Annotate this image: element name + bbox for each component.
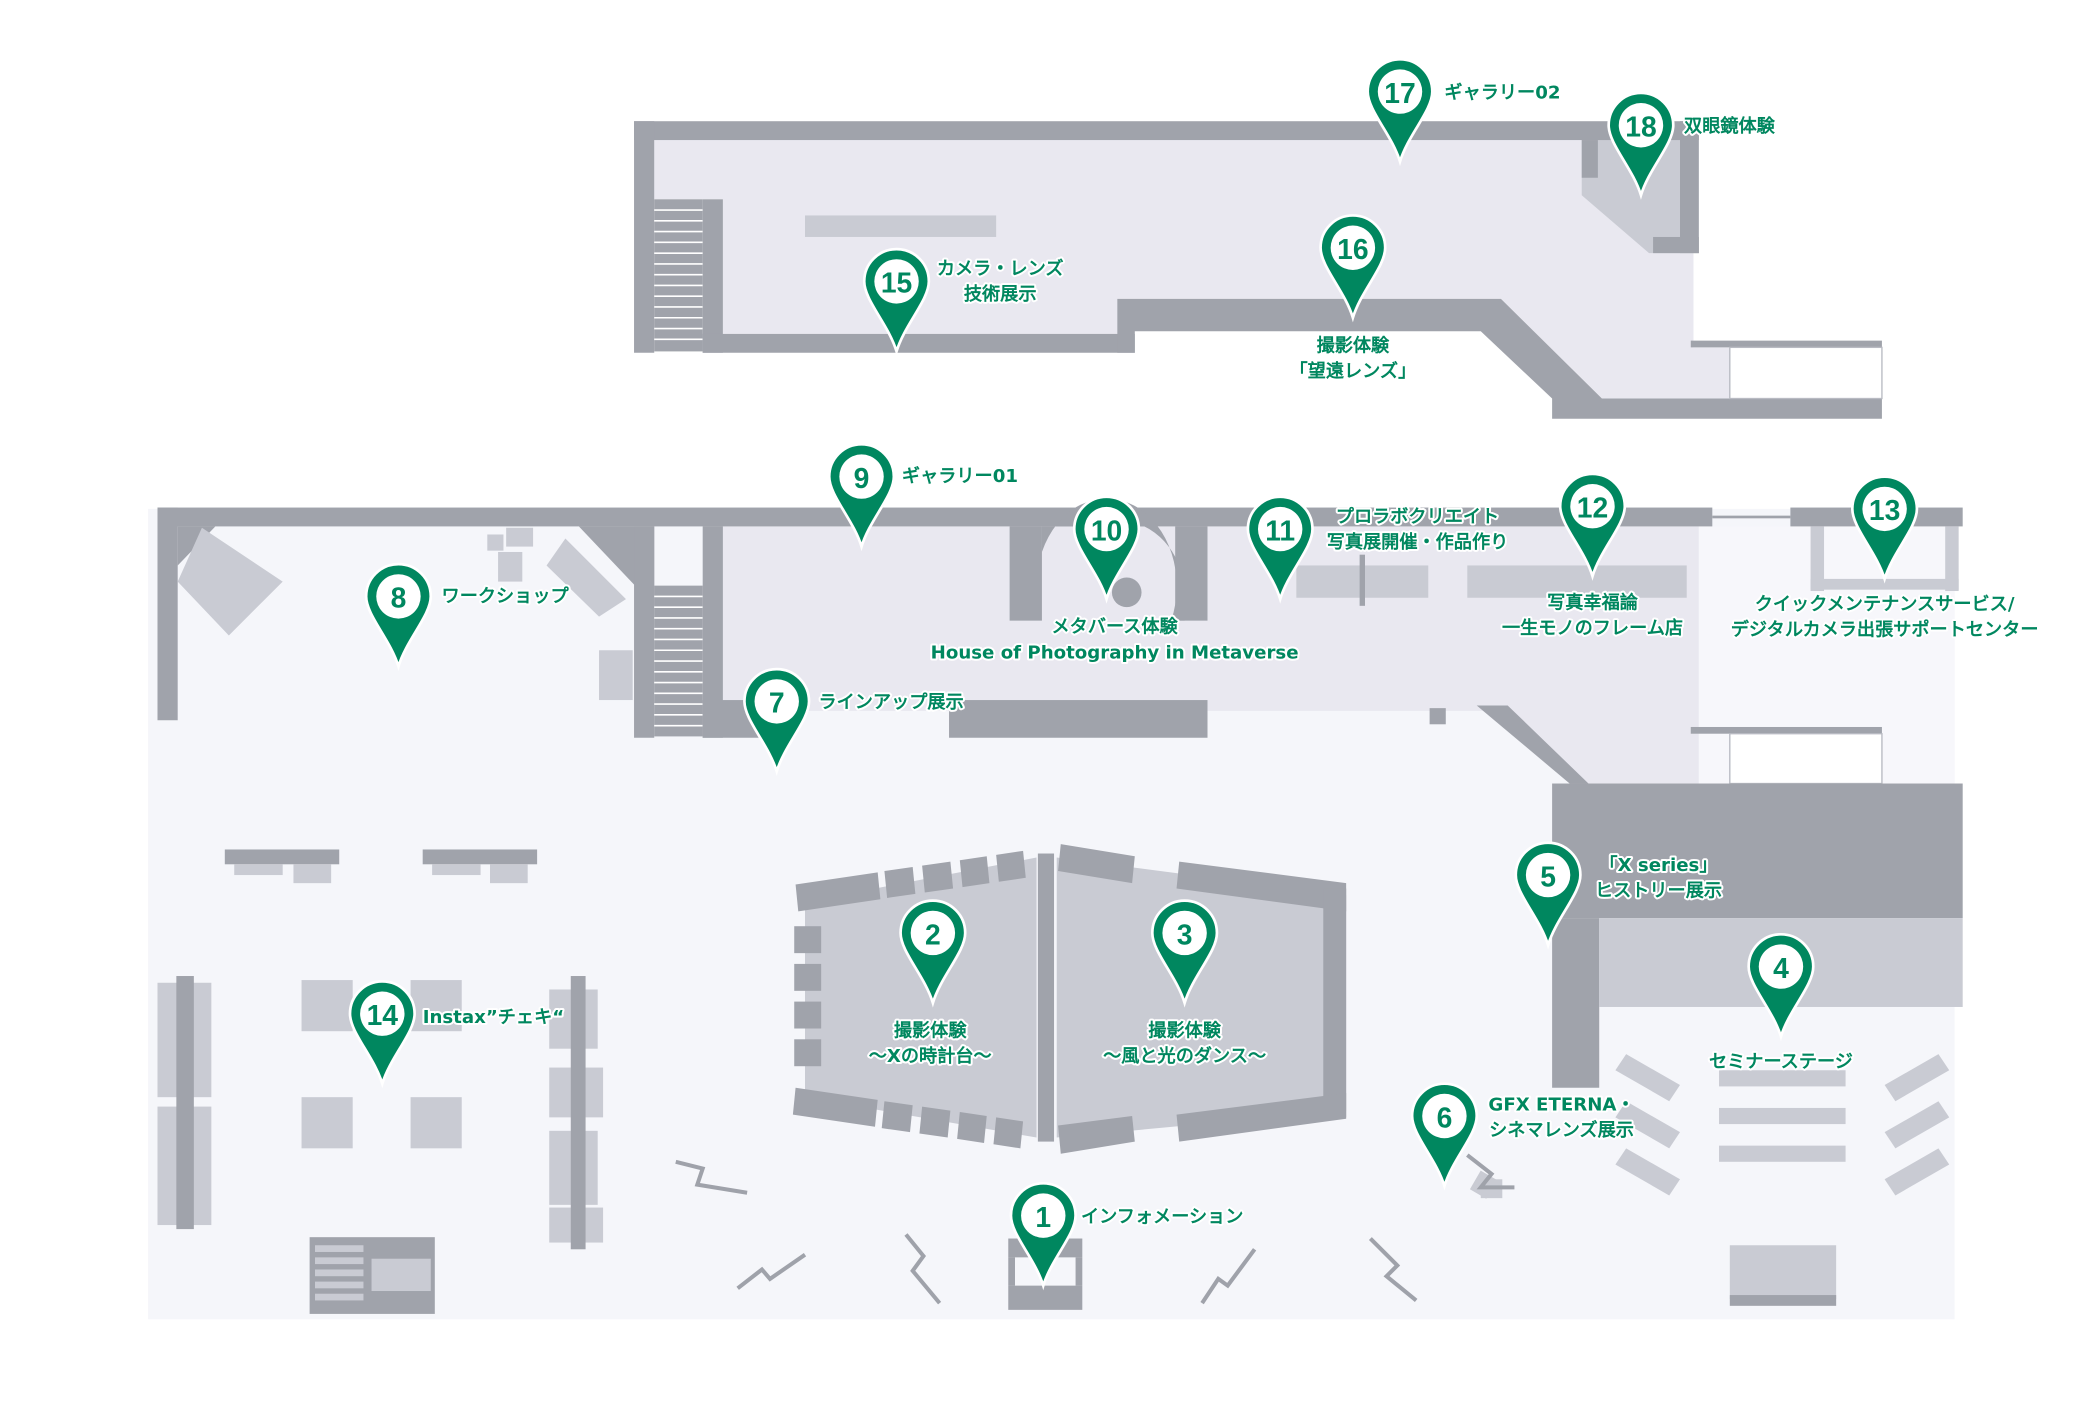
map-pin-1[interactable]: 1 インフォメーション [1009,1181,1246,1291]
map-pin-16[interactable]: 16 撮影体験「望遠レンズ」 [1287,214,1418,384]
pin-number-badge [1422,1093,1467,1139]
map-pin-2[interactable]: 2 撮影体験～Xの時計台～ [867,899,994,1069]
pin-number-badge [1021,1193,1066,1238]
pin-number: 13 [1869,494,1900,526]
pin-label[interactable]: ラインアップ展示 [816,689,965,715]
pin-label[interactable]: ヒストリー展示 [1593,879,1724,904]
pin-number: 9 [854,462,870,494]
pin-number: 6 [1437,1101,1453,1133]
map-pin-17[interactable]: 17 ギャラリー02 [1366,57,1563,167]
pin-label[interactable]: ～Xの時計台～ [867,1043,994,1069]
pin-number-badge [839,454,884,499]
pin-number-badge [1330,225,1376,270]
map-pin-8[interactable]: 8 ワークショップ [364,562,572,672]
pin-number-badge [1570,484,1615,529]
pin-number: 16 [1337,233,1368,265]
pin-number: 15 [881,267,912,299]
pin-label[interactable]: 写真展開催・作品作り [1325,529,1511,555]
pin-number: 18 [1625,111,1656,143]
pin-label[interactable]: クイックメンテナンスサービス/ [1753,592,2017,617]
pin-number: 17 [1384,77,1415,109]
map-pin-3[interactable]: 3 撮影体験～風と光のダンス～ [1101,899,1268,1069]
pin-number: 1 [1035,1201,1051,1233]
map-pin-13[interactable]: 13 クイックメンテナンスサービス/デジタルカメラ出張サポートセンター [1729,475,2041,642]
pin-number-badge [1618,103,1664,148]
pin-label[interactable]: デジタルカメラ出張サポートセンター [1729,616,2041,642]
pin-number-badge [1162,910,1207,956]
pin-number-badge [376,574,421,619]
pin-number-badge [360,991,405,1036]
pin-number-badge [874,259,919,304]
pin-label[interactable]: 写真幸福論 [1545,589,1641,615]
pin-label[interactable]: ～風と光のダンス～ [1101,1043,1268,1069]
pin-label[interactable]: ギャラリー02 [1442,79,1562,105]
pin-label[interactable]: 双眼鏡体験 [1682,113,1778,139]
map-pin-6[interactable]: 6 GFX ETERNA・シネマレンズ展示 [1410,1082,1637,1191]
pin-number: 12 [1577,492,1608,524]
map-pin-14[interactable]: 14 Instax”チェキ“ [348,980,567,1089]
pin-label[interactable]: GFX ETERNA・ [1486,1093,1636,1118]
pin-label[interactable]: Instax”チェキ“ [421,1005,567,1030]
pin-label[interactable]: 「望遠レンズ」 [1287,358,1418,384]
pin-number: 11 [1265,514,1295,546]
stairs [1729,346,1883,400]
stairs [654,199,703,352]
pin-number-badge [1377,69,1423,114]
stairs [654,585,703,737]
pin-number: 3 [1177,918,1193,950]
pin-number: 5 [1540,860,1556,892]
pin-label[interactable]: シネマレンズ展示 [1487,1117,1636,1143]
pin-label[interactable]: ワークショップ [440,583,572,609]
pin-label[interactable]: インフォメーション [1079,1204,1246,1229]
pin-label[interactable]: 撮影体験 [1315,332,1393,358]
pin-number: 10 [1091,514,1122,546]
map-pin-5[interactable]: 5 「X series」ヒストリー展示 [1514,841,1724,950]
pin-label[interactable]: 技術展示 [962,281,1039,307]
map-pin-7[interactable]: 7 ラインアップ展示 [743,667,966,777]
pin-label[interactable]: ギャラリー01 [900,463,1020,489]
pin-number-badge [1862,486,1907,532]
pin-label[interactable]: 撮影体験 [892,1018,970,1044]
pin-number: 14 [367,999,399,1031]
pin-number-badge [1758,944,1804,989]
pin-label[interactable]: メタバース体験 [1050,614,1181,640]
pin-label[interactable]: 撮影体験 [1146,1018,1224,1044]
upper-floor [634,121,1883,419]
pin-label[interactable]: 「X series」 [1597,852,1719,878]
pin-number-badge [910,910,956,956]
pin-label[interactable]: House of Photography in Metaverse [929,640,1301,665]
pin-label[interactable]: セミナーステージ [1707,1050,1855,1075]
pin-number-badge [1257,506,1303,552]
pin-number-badge [1525,852,1571,898]
map-pin-18[interactable]: 18 双眼鏡体験 [1607,91,1778,200]
pin-label[interactable]: 一生モノのフレーム店 [1500,615,1685,641]
pin-number: 8 [391,582,407,614]
map-pin-9[interactable]: 9 ギャラリー01 [827,442,1020,552]
pin-label[interactable]: プロラボクリエイト [1334,503,1501,529]
map-pin-4[interactable]: 4 セミナーステージ [1707,932,1855,1075]
pin-number: 2 [925,918,941,950]
pin-label[interactable]: カメラ・レンズ [935,256,1066,282]
pin-number-badge [1084,506,1129,552]
pin-number: 4 [1773,952,1789,984]
pin-number-badge [754,679,799,724]
pin-number: 7 [769,687,785,719]
